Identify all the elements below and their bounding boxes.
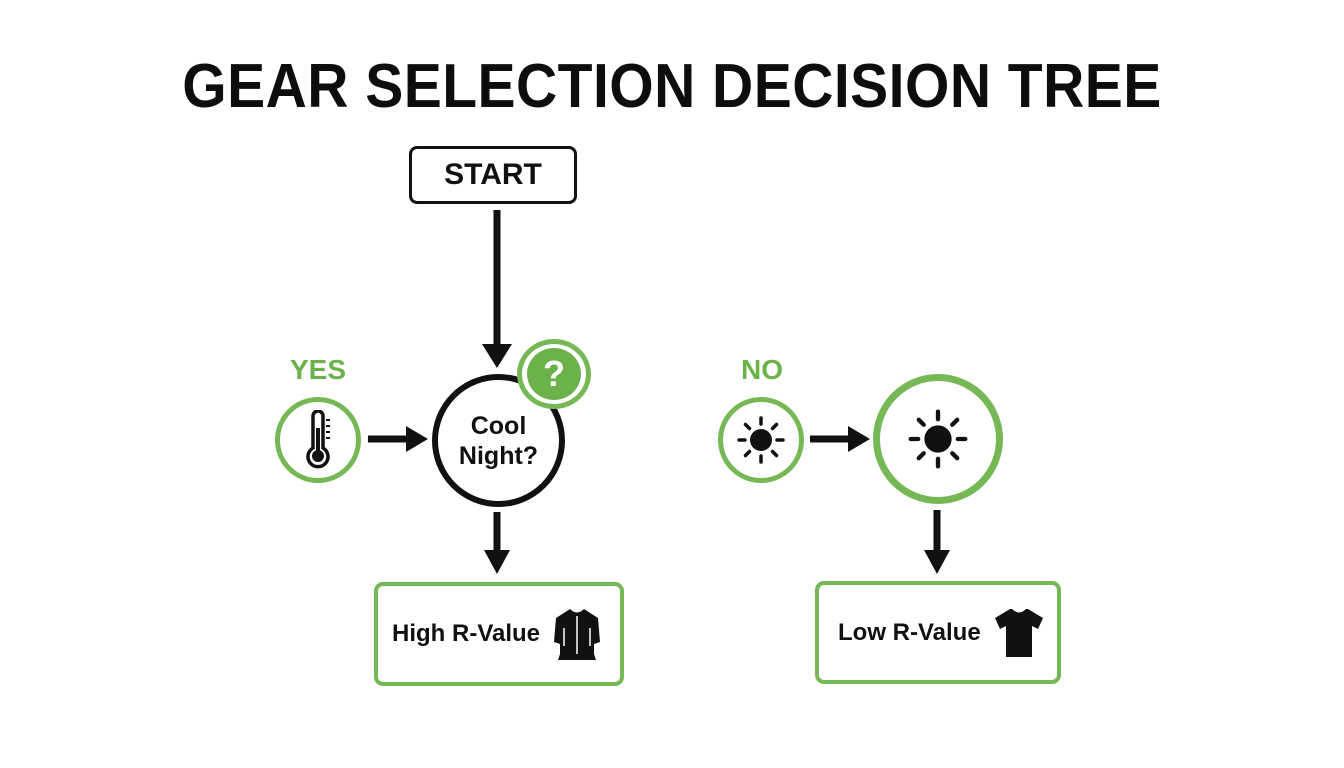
start-label: START (444, 158, 542, 191)
jacket-icon (554, 609, 601, 660)
sun-icon (737, 416, 785, 464)
arrow-no-to-sun-circle (810, 426, 870, 452)
yes-condition-node (275, 397, 361, 483)
question-badge: ? (517, 339, 591, 409)
thermometer-icon (306, 410, 330, 469)
arrow-decision-to-high (484, 512, 510, 574)
sun-icon (908, 409, 968, 469)
result-low-r-value: Low R-Value (815, 581, 1061, 684)
page-title: GEAR SELECTION DECISION TREE (182, 52, 1162, 121)
start-node: START (409, 146, 577, 204)
arrow-sun-to-low (924, 510, 950, 574)
question-icon: ? (527, 348, 581, 400)
result-high-label: High R-Value (392, 620, 541, 647)
decision-node: Cool Night? (432, 374, 565, 507)
decision-line-1: Cool (470, 411, 527, 440)
arrow-start-to-decision (482, 210, 512, 368)
result-low-label: Low R-Value (838, 618, 981, 646)
no-outcome-node (873, 374, 1003, 504)
tshirt-icon (994, 608, 1043, 657)
result-high-r-value: High R-Value (374, 582, 624, 686)
no-condition-node (718, 397, 804, 483)
decision-line-2: Night? (458, 441, 539, 470)
no-label: NO (741, 354, 783, 385)
arrow-yes-to-decision (368, 426, 428, 452)
yes-label: YES (290, 354, 347, 385)
